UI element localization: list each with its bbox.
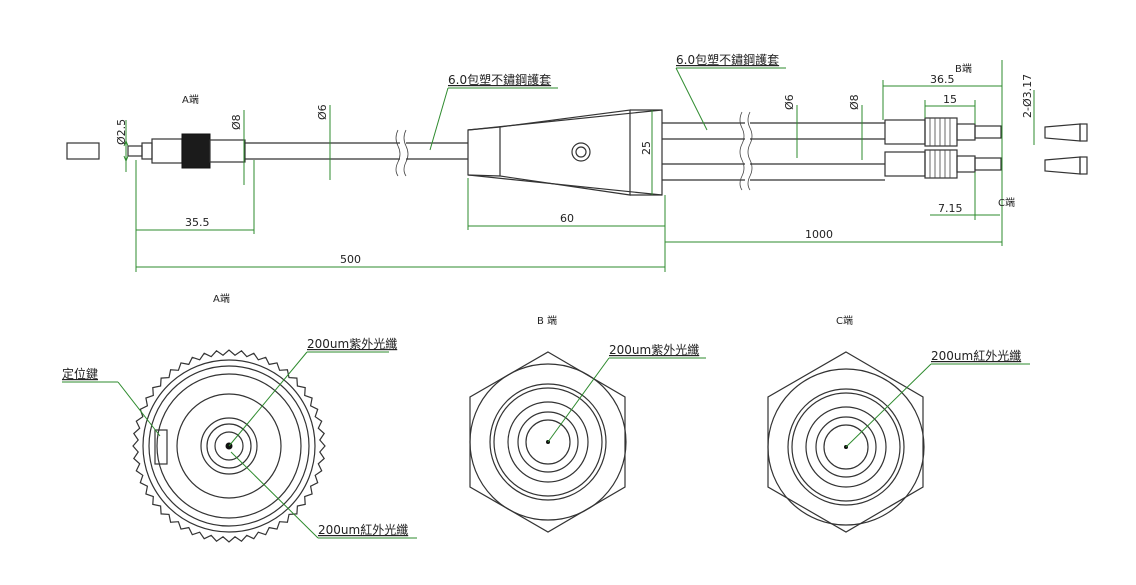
a-end-knurled-nut <box>181 133 211 169</box>
dim-d6-left: Ø6 <box>316 104 329 120</box>
c-end-hex-outline <box>767 351 924 533</box>
a-end-ferrule-holder <box>141 142 153 160</box>
dim-1000: 1000 <box>805 228 833 241</box>
a-end-ferrule <box>127 145 143 157</box>
a-end-key <box>154 429 168 465</box>
dim-d3-17: 2-Ø3.17 <box>1021 74 1034 118</box>
splitter-screw <box>571 142 591 162</box>
end-view-a-title: A端 <box>213 292 230 305</box>
callout-a-uv-fiber: 200um紫外光纖 <box>307 337 397 351</box>
end-view-c-title: C端 <box>836 314 853 327</box>
dim-60: 60 <box>560 212 574 225</box>
label-a-end: A端 <box>182 93 199 106</box>
label-c-end: C端 <box>998 196 1015 209</box>
c-end-ferrule <box>974 157 1002 171</box>
dim-36-5: 36.5 <box>930 73 955 86</box>
dim-15: 15 <box>943 93 957 106</box>
label-b-end: B端 <box>955 62 972 75</box>
dim-d8-right: Ø8 <box>848 94 861 110</box>
c-end-boot <box>884 151 926 177</box>
a-end-dust-cap <box>66 142 100 160</box>
dim-d6-right: Ø6 <box>783 94 796 110</box>
callout-b-uv-fiber: 200um紫外光纖 <box>609 343 699 357</box>
b-end-hex-outline <box>469 351 626 533</box>
end-view-c: C端 200um紅外光纖 <box>767 314 1030 533</box>
b-end-ferrule <box>974 125 1002 139</box>
dim-500: 500 <box>340 253 361 266</box>
dim-35-5: 35.5 <box>185 216 210 229</box>
callout-c-ir-fiber: 200um紅外光纖 <box>931 349 1021 363</box>
b-end-boot <box>884 119 926 145</box>
splitter-housing <box>467 109 663 196</box>
a-end-connector-body <box>151 138 183 164</box>
end-view-b-title: B 端 <box>537 314 557 327</box>
dim-7-15: 7.15 <box>938 202 963 215</box>
dim-height-25: 25 <box>640 141 653 155</box>
side-view: Ø2.5 A端 Ø8 Ø6 6.0包塑不鏽鋼護套 6.0包塑不鏽鋼護套 Ø6 Ø… <box>66 52 1088 272</box>
a-end-boot <box>209 139 246 163</box>
callout-a-key: 定位鍵 <box>62 366 98 381</box>
end-view-b: B 端 200um紫外光纖 <box>469 314 706 533</box>
dim-d2-5: Ø2.5 <box>115 119 128 145</box>
b-end-dust-cap <box>1044 123 1081 142</box>
dim-d8-left: Ø8 <box>230 114 243 130</box>
callout-a-ir-fiber: 200um紅外光纖 <box>318 523 408 537</box>
callout-jacket-left: 6.0包塑不鏽鋼護套 <box>448 72 551 87</box>
callout-jacket-right: 6.0包塑不鏽鋼護套 <box>676 52 779 67</box>
c-end-dust-cap <box>1044 156 1081 175</box>
end-view-a: A端 200um紫外光纖 定位鍵 200um紅外光纖 <box>62 292 417 543</box>
a-end-knurled-outline <box>132 349 326 543</box>
